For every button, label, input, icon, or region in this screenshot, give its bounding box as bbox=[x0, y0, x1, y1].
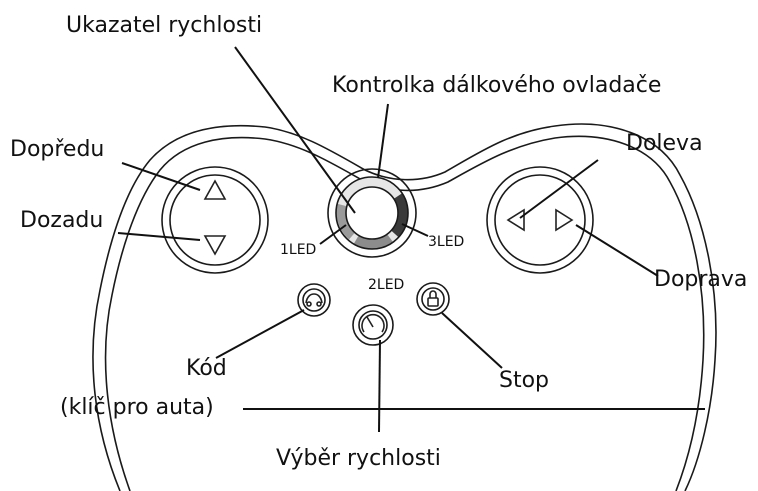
right-pad[interactable] bbox=[486, 166, 594, 274]
lock-icon bbox=[427, 290, 439, 307]
led2-label: 2LED bbox=[368, 277, 404, 293]
controller-body bbox=[92, 123, 717, 491]
leader-lines bbox=[117, 46, 705, 433]
triangle-down-icon[interactable] bbox=[203, 235, 227, 256]
forward-label: Dopředu bbox=[10, 137, 104, 162]
led-3-segment bbox=[391, 193, 408, 238]
stop-button[interactable] bbox=[416, 282, 450, 316]
left-label: Doleva bbox=[626, 131, 703, 156]
triangle-up-icon[interactable] bbox=[203, 179, 227, 200]
left-pad[interactable] bbox=[161, 166, 269, 274]
stop-label: Stop bbox=[499, 368, 549, 393]
led1-label: 1LED bbox=[280, 242, 316, 258]
speed-select-label: Výběr rychlosti bbox=[276, 446, 441, 471]
remote-indicator-label: Kontrolka dálkového ovladače bbox=[332, 73, 661, 98]
led3-label: 3LED bbox=[428, 234, 464, 250]
car-key-icon bbox=[305, 293, 323, 307]
code-button[interactable] bbox=[297, 283, 331, 317]
speedometer-icon bbox=[361, 313, 385, 333]
code-label: Kód bbox=[186, 356, 227, 381]
triangle-left-icon[interactable] bbox=[506, 208, 525, 232]
remote-indicator bbox=[327, 168, 417, 258]
speed-select-button[interactable] bbox=[352, 304, 394, 346]
backward-label: Dozadu bbox=[20, 208, 103, 233]
code-sub-label: (klíč pro auta) bbox=[60, 395, 214, 420]
led-2-segment bbox=[353, 234, 393, 249]
triangle-right-icon[interactable] bbox=[555, 208, 574, 232]
speed-indicator-label: Ukazatel rychlosti bbox=[66, 13, 262, 38]
led-1-segment bbox=[336, 203, 356, 240]
right-label: Doprava bbox=[654, 267, 747, 292]
